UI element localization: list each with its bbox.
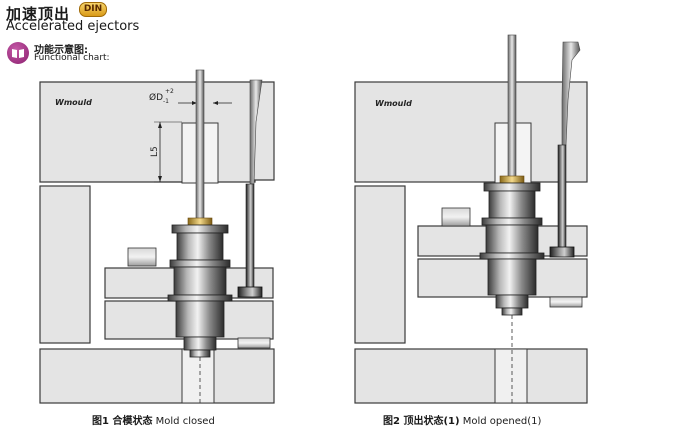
figure-2: Wmould [354, 34, 588, 405]
fig1-dim-length: L5 [150, 146, 160, 157]
fig2-ejector-body-upper [488, 190, 536, 219]
fig1-caption-en: Mold closed [155, 416, 215, 427]
fig1-brass-ring [187, 217, 213, 226]
fig1-caption: 图1 合模状态 Mold closed [92, 412, 215, 427]
fig2-caption: 图2 顶出状态(1) Mold opened(1) [383, 412, 541, 427]
fig2-bottom-plate [354, 348, 588, 404]
fig2-left-support [354, 185, 406, 344]
fig1-ejector-body-mid [173, 266, 227, 296]
fig1-ejector-tip [189, 349, 211, 358]
fig2-lifter-head [549, 246, 575, 258]
fig2-ejector-top [483, 182, 541, 192]
fig2-bottom-bore [494, 348, 528, 404]
fig2-ejector-body-lower [487, 258, 537, 296]
fig2-ejector-body-mid [485, 224, 539, 254]
fig2-top-plate [354, 81, 588, 183]
figure-1: Wmould ØD-1 +2 L5 [39, 69, 275, 405]
fig1-dim-diameter-tol: +2 [165, 88, 174, 95]
fig1-bottom-plate [39, 348, 275, 404]
functional-chart-label-en: Functional chart: [34, 53, 110, 63]
fig2-lifter-pin [561, 41, 581, 146]
fig2-ejector-tip [501, 307, 523, 316]
fig1-ejector-top [171, 224, 229, 234]
fig2-brass-ring [499, 175, 525, 184]
fig1-ejector-pin [195, 69, 205, 229]
fig2-small-block [441, 207, 471, 227]
fig2-ejector-pin [507, 34, 517, 186]
fig1-ejector-tail [183, 336, 217, 351]
fig2-lifter-rod [557, 144, 567, 249]
din-badge: DIN [79, 2, 107, 17]
fig1-ejector-body-lower [175, 300, 225, 338]
title-english: Accelerated ejectors [6, 19, 140, 34]
fig2-side-block [549, 296, 583, 308]
fig1-side-block [237, 337, 271, 349]
fig1-ejector-body-upper [176, 232, 224, 261]
fig1-small-block [127, 247, 157, 267]
functional-chart-label-cn: 功能示意图: [34, 45, 88, 56]
pink-round-book-icon [7, 42, 29, 64]
fig1-caption-cn: 图1 合模状态 [92, 416, 153, 427]
fig1-brand: Wmould [55, 98, 92, 107]
fig1-bottom-bore [181, 348, 215, 404]
fig1-ejector-collar [169, 259, 231, 268]
fig2-caption-cn: 图2 顶出状态(1) [383, 416, 460, 427]
fig1-dim-diameter: ØD-1 [149, 92, 169, 105]
fig1-ejector-flange [167, 294, 233, 302]
fig2-ejector-tail [495, 294, 529, 309]
fig2-brand: Wmould [375, 99, 412, 108]
fig1-lifter-head [237, 286, 263, 298]
title-chinese: 加速顶出 [6, 5, 71, 23]
fig2-ejector-collar [481, 217, 543, 226]
fig2-caption-en: Mold opened(1) [462, 416, 542, 427]
fig1-left-support [39, 185, 91, 344]
fig2-ejector-flange [479, 252, 545, 260]
fig1-lifter-rod [245, 183, 255, 289]
